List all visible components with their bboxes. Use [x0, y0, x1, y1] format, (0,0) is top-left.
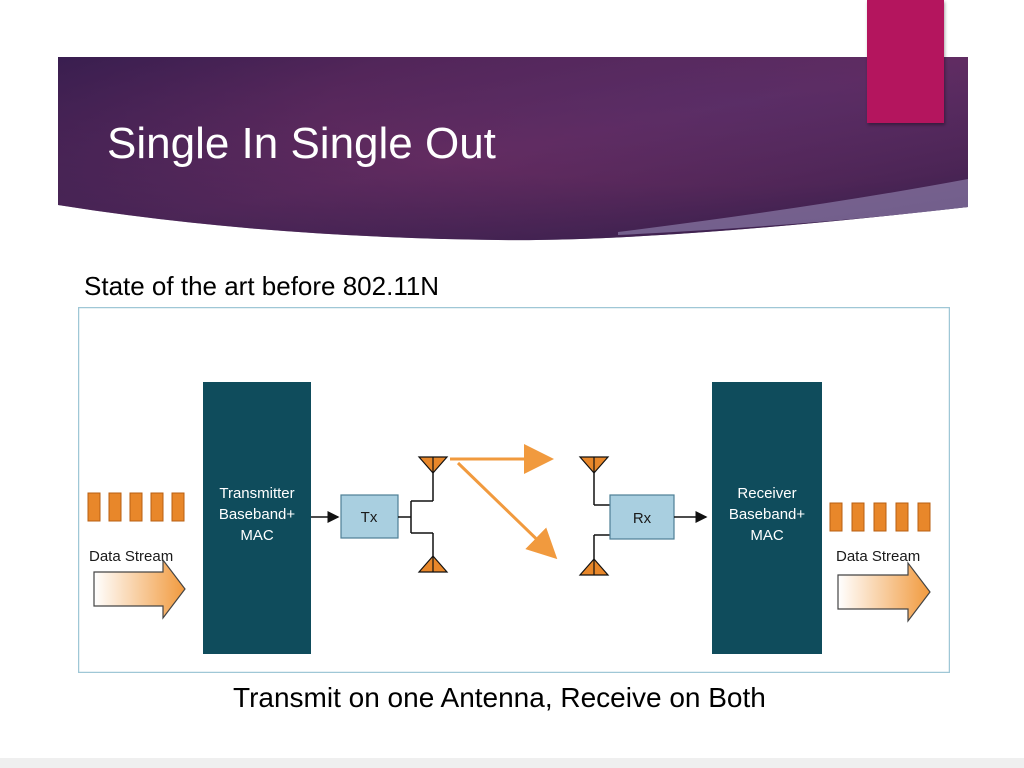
output-stream-label: Data Stream	[836, 548, 920, 565]
output-stream-arrow	[837, 561, 931, 623]
output-packets	[829, 502, 931, 532]
transmitter-label-line1: Transmitter	[219, 485, 294, 502]
input-stream-label: Data Stream	[89, 548, 173, 565]
transmitter-label-line2: Baseband+	[219, 506, 296, 523]
rx-label: Rx	[633, 510, 652, 527]
transmitter-block	[203, 382, 311, 654]
signal-diagonal-arrow	[456, 461, 558, 560]
receiver-label-line2: Baseband+	[729, 506, 806, 523]
accent-tab	[867, 0, 944, 123]
title-banner-background	[58, 57, 968, 241]
slide-title: Single In Single Out	[107, 119, 496, 168]
tx-label: Tx	[361, 509, 378, 526]
title-banner	[58, 57, 968, 242]
input-packets	[87, 492, 185, 522]
slide-caption: Transmit on one Antenna, Receive on Both	[233, 682, 766, 713]
siso-diagram: Data Stream Transmitter Baseband+ MAC Tx	[78, 307, 950, 673]
footer-rule	[0, 758, 1024, 768]
tx-box	[340, 494, 399, 539]
rx-box	[609, 494, 675, 540]
rx-antenna-feed	[593, 473, 610, 559]
receiver-label-line1: Receiver	[737, 485, 796, 502]
slide-subtitle: State of the art before 802.11N	[84, 271, 440, 301]
receiver-block	[712, 382, 822, 654]
input-stream-arrow	[93, 558, 186, 620]
transmitter-label-line3: MAC	[240, 527, 274, 544]
receiver-label-line3: MAC	[750, 527, 784, 544]
siso-diagram-canvas: Data Stream Transmitter Baseband+ MAC Tx	[78, 307, 950, 673]
